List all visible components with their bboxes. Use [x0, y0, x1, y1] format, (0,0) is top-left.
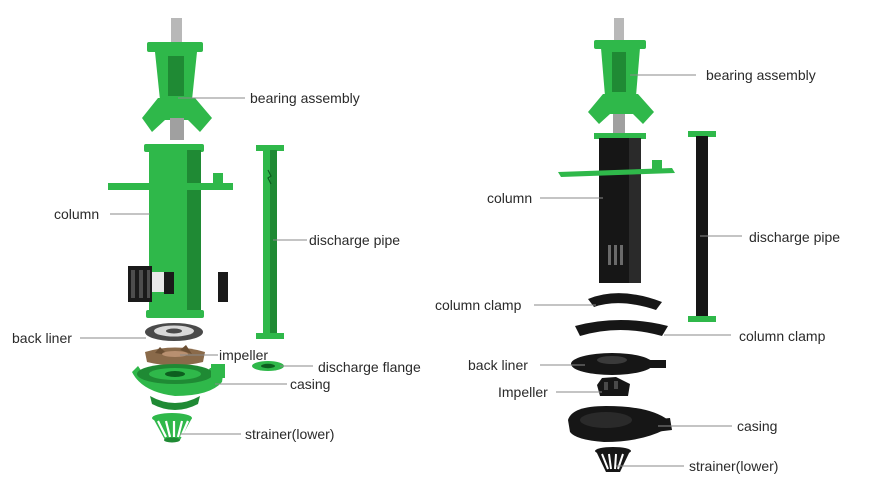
right-label-column-clamp-upper: column clamp	[435, 297, 522, 313]
left-label-impeller: impeller	[219, 347, 269, 363]
left-label-discharge-flange: discharge flange	[318, 359, 421, 375]
right-pump	[534, 18, 742, 472]
right-label-column: column	[487, 190, 533, 206]
left-column-part	[108, 144, 233, 318]
left-label-strainer-lower: strainer(lower)	[245, 426, 335, 442]
right-casing-part	[568, 406, 672, 442]
right-label-column-clamp-lower: column clamp	[739, 328, 826, 344]
right-bearing-assembly-part	[588, 40, 654, 136]
left-discharge-pipe-part	[256, 145, 284, 339]
left-label-bearing-assembly: bearing assembly	[250, 90, 360, 106]
left-back-liner-part	[145, 323, 203, 341]
right-label-impeller: Impeller	[498, 384, 548, 400]
right-label-casing: casing	[737, 418, 778, 434]
left-bearing-assembly-part	[142, 42, 212, 140]
left-leader-lines	[80, 97, 313, 435]
right-label-strainer-lower: strainer(lower)	[689, 458, 779, 474]
right-back-liner-part	[571, 353, 666, 375]
left-discharge-flange-part	[252, 361, 284, 371]
left-label-back-liner: back liner	[12, 330, 72, 346]
left-pump	[80, 18, 313, 443]
right-label-bearing-assembly: bearing assembly	[706, 67, 816, 83]
left-label-column: column	[54, 206, 100, 222]
right-column-part	[558, 133, 675, 283]
right-impeller-part	[597, 377, 630, 396]
left-label-discharge-pipe: discharge pipe	[309, 232, 401, 248]
right-label-discharge-pipe: discharge pipe	[749, 229, 841, 245]
right-strainer-part	[595, 447, 631, 472]
left-label-casing: casing	[290, 376, 331, 392]
right-label-back-liner: back liner	[468, 357, 528, 373]
left-casing-part	[132, 364, 225, 410]
right-column-clamp-lower-part	[575, 320, 668, 336]
right-discharge-pipe-part	[688, 131, 716, 322]
left-strainer-part	[152, 413, 192, 443]
right-leader-lines	[534, 74, 742, 467]
right-column-clamp-upper-part	[588, 293, 662, 310]
